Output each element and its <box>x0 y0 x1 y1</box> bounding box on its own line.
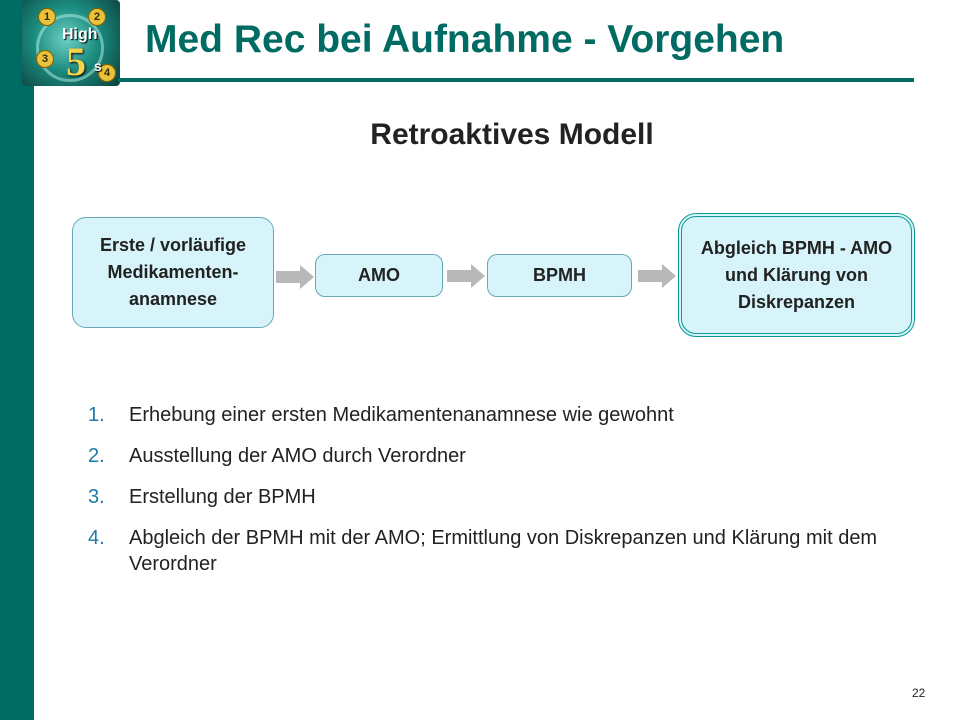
flow-arrow-1 <box>276 265 314 289</box>
list-item: 2. Ausstellung der AMO durch Verordner <box>88 443 938 469</box>
list-item-number: 1. <box>88 404 105 426</box>
high5s-logo: 1 2 3 4 High 5 s <box>22 0 120 86</box>
flow-box-initial-anamnesis: Erste / vorläufige Medikamenten-anamnese <box>72 217 274 328</box>
list-item: 1. Erhebung einer ersten Medikamentenana… <box>88 402 938 428</box>
list-item-text: Abgleich der BPMH mit der AMO; Ermittlun… <box>129 527 878 575</box>
title-underline <box>118 78 914 82</box>
list-item-text: Erstellung der BPMH <box>129 486 316 508</box>
logo-badge-3: 3 <box>36 50 54 68</box>
logo-text-s: s <box>94 58 102 74</box>
logo-text-high: High <box>62 26 98 43</box>
list-item-text: Ausstellung der AMO durch Verordner <box>129 445 466 467</box>
flow-box-bpmh: BPMH <box>487 254 632 297</box>
logo-badge-4: 4 <box>98 64 116 82</box>
page-number: 22 <box>912 686 926 700</box>
left-sidebar-bar <box>0 0 34 720</box>
steps-list: 1. Erhebung einer ersten Medikamentenana… <box>88 402 938 592</box>
logo-badge-2: 2 <box>88 8 106 26</box>
logo-ring <box>36 14 104 82</box>
flow-arrow-3 <box>638 264 676 288</box>
logo-text-five: 5 <box>66 39 86 84</box>
flow-box-reconciliation: Abgleich BPMH - AMO und Klärung von Disk… <box>678 213 915 337</box>
list-item-text: Erhebung einer ersten Medikamentenanamne… <box>129 404 674 426</box>
flow-arrow-2 <box>447 264 485 288</box>
list-item-number: 4. <box>88 527 105 549</box>
list-item-number: 3. <box>88 486 105 508</box>
logo-badge-1: 1 <box>38 8 56 26</box>
list-item: 3. Erstellung der BPMH <box>88 484 938 510</box>
slide-subtitle: Retroaktives Modell <box>370 118 654 151</box>
list-item-number: 2. <box>88 445 105 467</box>
slide-title: Med Rec bei Aufnahme - Vorgehen <box>145 18 785 61</box>
flow-box-amo: AMO <box>315 254 443 297</box>
list-item: 4. Abgleich der BPMH mit der AMO; Ermitt… <box>88 525 938 577</box>
